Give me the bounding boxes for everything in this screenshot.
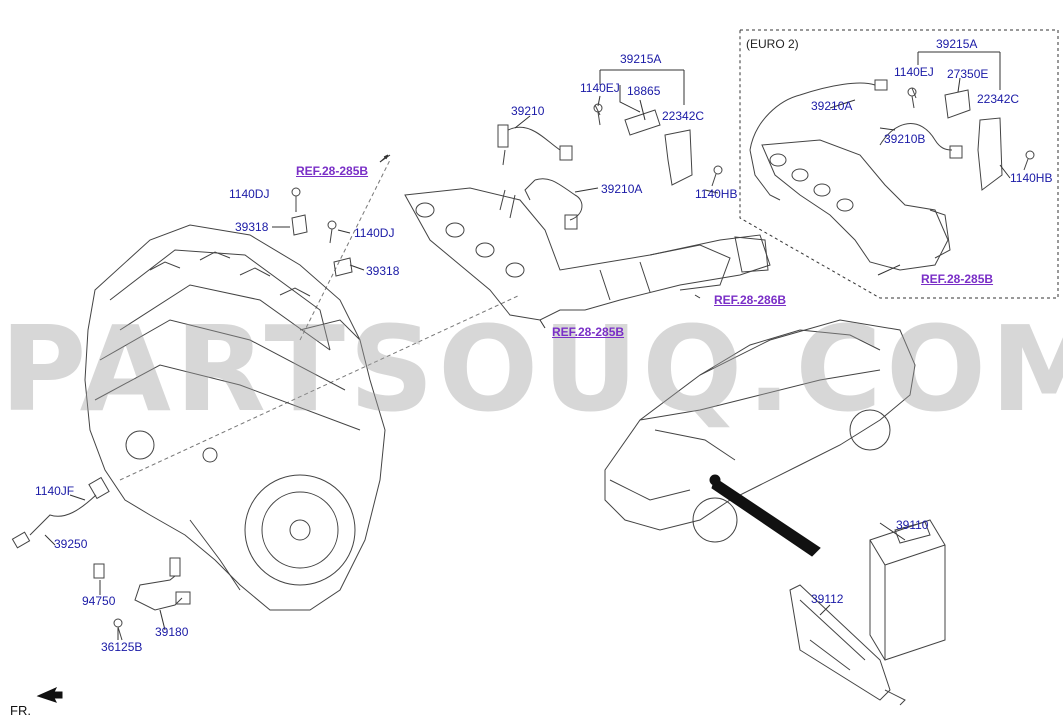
ecu-39110 [869,519,946,661]
leader-lines [44,51,1011,640]
o2-sensor-39210 [497,124,573,166]
ref-dashline-2 [299,159,391,341]
ref-label[interactable]: REF.28-285B [552,325,625,339]
ref-label[interactable]: REF.28-285B [296,164,369,178]
bracket-group-main [594,104,693,186]
ref-label[interactable]: REF.28-285B [921,272,994,286]
part-label[interactable]: 39210 [511,104,545,118]
ref-arrow-top [379,154,389,163]
sensor-39180 [134,557,191,611]
part-label[interactable]: 94750 [82,594,116,608]
o2-sensor-39210a [524,178,583,230]
part-label[interactable]: 1140DJ [229,187,270,201]
part-label[interactable]: 39215A [620,52,662,66]
bracket-39318-b [333,257,353,277]
part-label[interactable]: 1140DJ [354,226,395,240]
bracket-group-euro2 [911,87,1003,191]
part-label[interactable]: 1140EJ [894,65,934,79]
engine-block [84,224,386,611]
exhaust-manifold-euro2 [761,139,951,271]
part-label[interactable]: 39110 [896,518,929,532]
front-arrow-icon [36,686,63,703]
front-direction-label: FR. [10,703,31,718]
part-label[interactable]: 39318 [235,220,269,234]
part-label[interactable]: 1140JF [35,484,75,498]
part-label[interactable]: 39180 [155,625,189,639]
part-label[interactable]: 39210A [601,182,643,196]
part-label[interactable]: 1140HB [1010,171,1053,185]
part-label[interactable]: 22342C [977,92,1020,106]
euro2-label: (EURO 2) [746,37,799,51]
bolts [113,87,1035,641]
part-label[interactable]: 39318 [366,264,400,278]
part-label[interactable]: 39210A [811,99,853,113]
sensor-39250 [11,476,110,549]
euro2-frame [739,29,1059,299]
callout-wedge [711,477,821,557]
part-label[interactable]: 18865 [627,84,661,98]
ref-dashline-1 [119,294,521,481]
part-label[interactable]: 39215A [936,37,978,51]
part-label[interactable]: 27350E [947,67,989,81]
bolt-94750 [93,563,105,579]
o2-sensor-euro2-a [749,79,888,201]
part-label[interactable]: 36125B [101,640,143,654]
part-label[interactable]: 1140EJ [580,81,620,95]
ref-label[interactable]: REF.28-286B [714,293,787,307]
part-label[interactable]: 39250 [54,537,88,551]
part-label[interactable]: 39210B [884,132,926,146]
ecu-bracket-39112 [789,584,906,706]
part-label[interactable]: 1140HB [695,187,738,201]
part-label[interactable]: 22342C [662,109,705,123]
exhaust-manifold-main [404,187,771,321]
part-label[interactable]: 39112 [811,592,844,606]
vehicle-sketch [604,319,916,543]
bracket-39318-a [291,214,308,236]
